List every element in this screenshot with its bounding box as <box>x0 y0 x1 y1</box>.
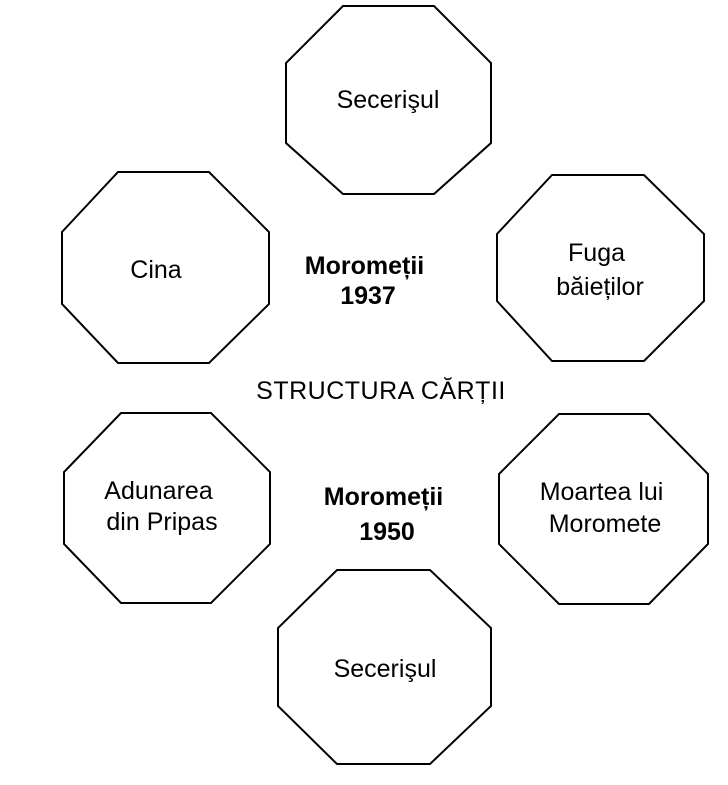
node-cina: Cina <box>61 171 270 364</box>
octagon-shape <box>285 5 492 195</box>
octagon-shape <box>496 174 705 362</box>
node-label: Adunarea din Pripas <box>104 477 219 536</box>
node-label: Secerişul <box>334 655 437 683</box>
node-label: Fuga băieților <box>556 239 644 301</box>
node-adunarea-din-pripas: Adunarea din Pripas <box>63 412 271 604</box>
node-fuga-baietilor: Fuga băieților <box>496 174 705 362</box>
volume-title: Moromeții 1950 <box>324 483 450 546</box>
volume-1950: Moromeții 1950 <box>324 483 450 546</box>
volume-1937: Moromeții 1937 <box>305 252 431 310</box>
node-secerisul-bottom: Secerişul <box>277 569 492 765</box>
node-moartea-lui-moromete: Moartea lui Moromete <box>498 413 709 605</box>
node-secerisul-top: Secerişul <box>285 5 492 195</box>
volume-title: Moromeții 1937 <box>305 252 431 310</box>
octagon-shape <box>277 569 492 765</box>
node-label: Moartea lui Moromete <box>540 478 671 538</box>
structure-title: STRUCTURA CĂRȚII <box>256 376 506 405</box>
octagon-shape <box>498 413 709 605</box>
node-label: Secerişul <box>337 86 440 114</box>
node-label: Cina <box>130 256 182 284</box>
octagon-shape <box>61 171 270 364</box>
octagon-shape <box>63 412 271 604</box>
